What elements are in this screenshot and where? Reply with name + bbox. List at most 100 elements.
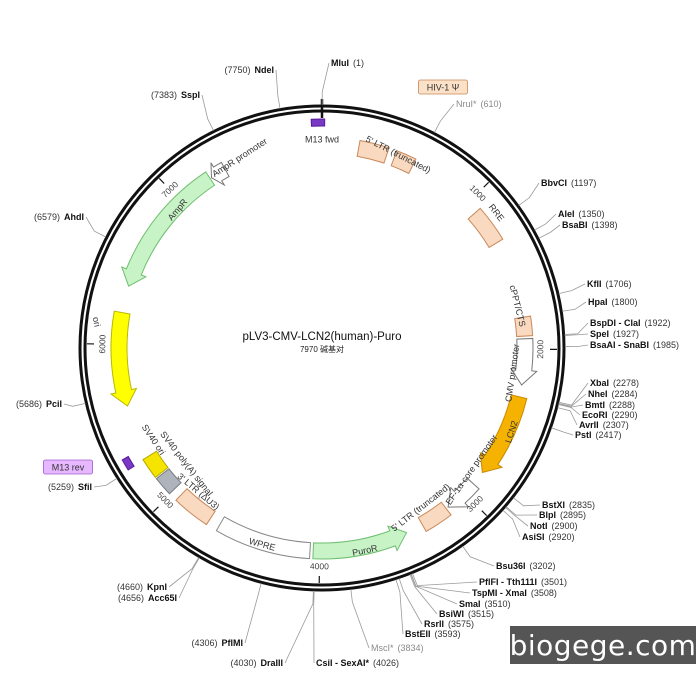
site-line-smai: [410, 574, 458, 605]
tick-1000: [483, 181, 490, 188]
feature-label-m13-rev-14: M13 rev: [52, 462, 85, 472]
site-pos-draiii: DraIII: [260, 658, 283, 668]
site-pos-ahdi: AhdI: [64, 212, 84, 222]
site-pos-bspdi-clai: (1922): [645, 318, 671, 328]
site-pos-rsrii: (3575): [448, 619, 474, 629]
site-name-ndei: (7750): [224, 65, 250, 75]
site-pos-hpai: (1800): [612, 297, 638, 307]
site-name-bstxi: BstXI: [542, 500, 565, 510]
site-pos-xbai: (2278): [613, 378, 639, 388]
feature-lcn2-5: [479, 394, 528, 474]
site-line-acc65i: [178, 557, 200, 599]
site-label-avrii: AvrII (2307): [579, 420, 629, 430]
feature-ampr-15: [120, 171, 216, 287]
site-line-bsaai-snabi: [564, 344, 589, 347]
site-label-sfii: (5259)SfiI: [48, 482, 92, 492]
site-line-tspmi-xmai: [410, 573, 471, 594]
site-line-spei: [564, 333, 589, 336]
site-name-bmti: BmtI: [585, 400, 605, 410]
site-label-msci: MscI*(3834): [371, 643, 424, 653]
feature-rre-2: [467, 207, 504, 249]
site-line-bspdi-clai: [564, 322, 589, 335]
site-label-kfli: KflI(1706): [587, 279, 632, 289]
site-line-alei: [534, 213, 557, 231]
site-name-mlui: MluI: [331, 58, 349, 68]
site-name-msci: MscI*: [371, 643, 394, 653]
site-pos-bmti: (2288): [609, 400, 635, 410]
site-pos-nhei: (2284): [612, 389, 638, 399]
site-name-hpai: HpaI: [588, 297, 608, 307]
site-pos-bbvci: (1197): [571, 178, 596, 188]
site-line-bsabi: [538, 224, 561, 239]
site-pos-mlui: (1): [353, 58, 364, 68]
site-line-blpi: [505, 506, 538, 516]
tick-label-4000: 4000: [310, 561, 329, 571]
site-line-kpni: [168, 557, 200, 588]
site-pos-pflfi-tth111i: (3501): [541, 577, 567, 587]
site-pos-asisi: (2920): [549, 532, 575, 542]
site-label-nhei: NheI (2284): [588, 389, 638, 399]
site-line-nrui: [434, 103, 455, 133]
site-pos-bsabi: (1398): [592, 220, 618, 230]
site-pos-acc65i: Acc65I: [148, 593, 177, 603]
site-name-pflfi-tth111i: PflFI - Tth111I: [479, 577, 537, 587]
site-name-avrii: AvrII: [579, 420, 599, 430]
site-line-ahdi: [85, 216, 106, 238]
site-label-bstxi: BstXI(2835): [542, 500, 595, 510]
site-name-pflmi: (4306): [191, 638, 217, 648]
site-label-pflfi-tth111i: PflFI - Tth111I (3501): [479, 577, 567, 587]
site-label-bsiwi: BsiWI(3515): [439, 609, 494, 619]
site-line-hpai: [562, 301, 587, 312]
site-line-pflfi-tth111i: [412, 573, 478, 587]
feature-label-hiv-1-2: HIV-1 Ψ: [427, 82, 460, 92]
site-pos-ndei: NdeI: [254, 65, 274, 75]
feature-label-ori-15: ori: [91, 316, 103, 328]
site-pos-blpi: (2895): [560, 510, 586, 520]
site-name-noti: NotI: [530, 521, 548, 531]
tick-5000: [152, 506, 159, 513]
site-line-ecori: [558, 404, 581, 416]
site-name-pcii: (5686): [16, 399, 42, 409]
site-label-tspmi-xmai: TspMI - XmaI(3508): [472, 588, 557, 598]
site-name-tspmi-xmai: TspMI - XmaI: [472, 588, 527, 598]
site-name-blpi: BlpI: [539, 510, 556, 520]
feature-cmv-promoter-4: [509, 337, 538, 386]
site-name-nhei: NheI: [588, 389, 608, 399]
site-labels: MluI(1)NruI*(610)BbvCI(1197)AleI(1350)Bs…: [16, 58, 679, 668]
site-line-ndei: [275, 69, 281, 109]
feature-m13-fwd-17: [310, 118, 326, 127]
site-name-bsteii: BstEII: [405, 629, 431, 639]
site-label-nrui: NruI*(610): [456, 99, 502, 109]
site-name-draiii: (4030): [230, 658, 256, 668]
site-line-bbvci: [518, 182, 540, 206]
site-name-kpni: (4660): [117, 582, 143, 592]
feature-hiv-1-1: [390, 150, 417, 175]
tick-label-6000: 6000: [97, 334, 107, 353]
site-pos-pcii: PciI: [46, 399, 62, 409]
site-pos-avrii: (2307): [603, 420, 629, 430]
site-label-ahdi: (6579)AhdI: [34, 212, 84, 222]
site-label-noti: NotI(2900): [530, 521, 578, 531]
feature-m13-rev-13: [121, 455, 135, 471]
site-label-pflmi: (4306)PflMI: [191, 638, 243, 648]
site-label-ndei: (7750) NdeI: [224, 65, 274, 75]
features: [109, 118, 538, 560]
site-name-bsaai-snabi: BsaAI - SnaBI: [590, 340, 649, 350]
site-pos-bsiwi: (3515): [468, 609, 494, 619]
site-name-xbai: XbaI: [590, 378, 609, 388]
site-line-msci: [350, 589, 370, 649]
site-label-bsu36i: Bsu36I(3202): [496, 561, 556, 571]
site-line-bsteii: [395, 579, 404, 635]
site-name-bspdi-clai: BspDI - ClaI: [590, 318, 641, 328]
site-name-acc65i: (4656): [118, 593, 144, 603]
site-name-rsrii: RsrII: [424, 619, 444, 629]
site-label-mlui: MluI (1): [331, 58, 364, 68]
site-name-bbvci: BbvCI: [541, 178, 567, 188]
site-label-bsaai-snabi: BsaAI - SnaBI(1985): [590, 340, 679, 350]
site-pos-kfli: (1706): [606, 279, 632, 289]
site-pos-nrui: (610): [481, 99, 502, 109]
feature-wpre-9: [215, 516, 312, 560]
site-line-xbai: [558, 382, 589, 406]
site-pos-bsteii: (3593): [435, 629, 461, 639]
